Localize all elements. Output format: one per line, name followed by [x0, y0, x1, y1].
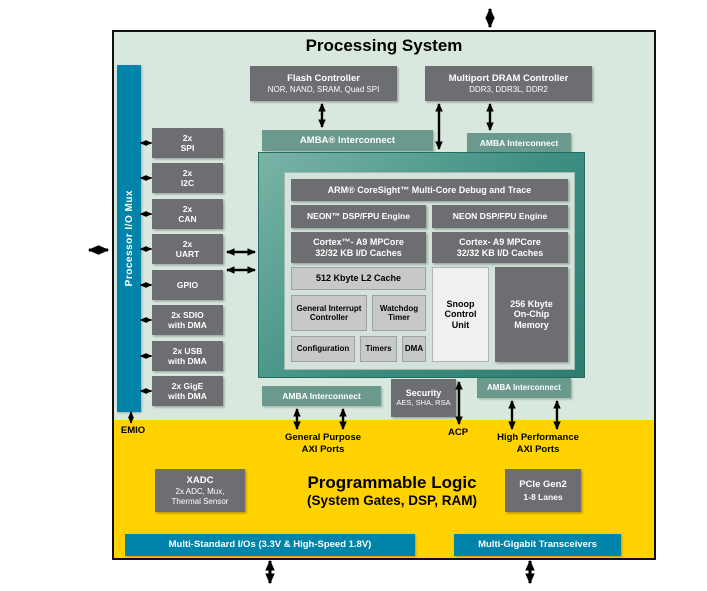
flash-controller-subtitle: NOR, NAND, SRAM, Quad SPI	[267, 84, 380, 94]
amba-interconnect-top-left: AMBA® Interconnect	[262, 130, 433, 151]
pcie-subtitle: 1-8 Lanes	[523, 491, 563, 502]
processor-io-mux-label: Processor I/O Mux	[123, 190, 135, 287]
pcie-block: PCIe Gen2 1-8 Lanes	[505, 469, 581, 512]
security-title: Security	[405, 387, 442, 398]
processing-system-title: Processing System	[305, 36, 463, 55]
peripheral-uart: 2x UART	[152, 234, 223, 264]
amba-interconnect-bottom-left: AMBA Interconnect	[262, 386, 381, 406]
security-subtitle: AES, SHA, RSA	[396, 398, 451, 408]
multi-standard-ios-bar: Multi-Standard I/Os (3.3V & High-Speed 1…	[125, 534, 415, 556]
flash-controller: Flash Controller NOR, NAND, SRAM, Quad S…	[250, 66, 397, 101]
cortex-a9-core-right: Cortex- A9 MPCore 32/32 KB I/D Caches	[432, 232, 568, 263]
hp-axi-ports-label: High Performance AXI Ports	[497, 432, 579, 455]
neon-engine-right: NEON DSP/FPU Engine	[432, 205, 568, 228]
security-block: Security AES, SHA, RSA	[391, 379, 456, 417]
amba-interconnect-bottom-right: AMBA Interconnect	[477, 378, 571, 398]
l2-cache: 512 Kbyte L2 Cache	[291, 267, 426, 290]
peripheral-i2c: 2x I2C	[152, 163, 223, 193]
configuration-block: Configuration	[291, 336, 355, 362]
peripheral-can: 2x CAN	[152, 199, 223, 229]
flash-controller-title: Flash Controller	[287, 72, 360, 84]
xadc-block: XADC 2x ADC, Mux, Thermal Sensor	[155, 469, 245, 512]
peripheral-sdio: 2x SDIO with DMA	[152, 305, 223, 335]
xadc-subtitle: 2x ADC, Mux, Thermal Sensor	[171, 487, 229, 506]
xadc-title: XADC	[186, 474, 214, 486]
watchdog-timer: Watchdog Timer	[372, 295, 426, 331]
peripheral-spi: 2x SPI	[152, 128, 223, 158]
coresight-debug-trace: ARM® CoreSight™ Multi-Core Debug and Tra…	[291, 179, 568, 201]
general-interrupt-controller: General Interrupt Controller	[291, 295, 367, 331]
timers-block: Timers	[360, 336, 397, 362]
snoop-control-unit: Snoop Control Unit	[432, 267, 489, 362]
multi-gigabit-transceivers-bar: Multi-Gigabit Transceivers	[454, 534, 621, 556]
dma-block: DMA	[402, 336, 426, 362]
processor-io-mux: Processor I/O Mux	[117, 65, 141, 412]
acp-label: ACP	[447, 427, 469, 438]
amba-interconnect-top-right: AMBA Interconnect	[467, 133, 571, 153]
pcie-title: PCIe Gen2	[519, 479, 567, 491]
neon-engine-left: NEON™ DSP/FPU Engine	[291, 205, 426, 228]
dram-controller: Multiport DRAM Controller DDR3, DDR3L, D…	[425, 66, 592, 101]
cortex-a9-core-left: Cortex™- A9 MPCore 32/32 KB I/D Caches	[291, 232, 426, 263]
programmable-logic-title-line1: Programmable Logic	[307, 473, 477, 492]
on-chip-memory: 256 Kbyte On-Chip Memory	[495, 267, 568, 362]
peripheral-gige: 2x GigE with DMA	[152, 376, 223, 406]
gp-axi-ports-label: General Purpose AXI Ports	[284, 432, 362, 455]
peripheral-gpio: GPIO	[152, 270, 223, 300]
programmable-logic-title: Programmable Logic (System Gates, DSP, R…	[262, 473, 522, 508]
emio-label: EMIO	[120, 425, 146, 436]
dram-controller-title: Multiport DRAM Controller	[448, 72, 569, 84]
programmable-logic-title-line2: (System Gates, DSP, RAM)	[306, 493, 478, 508]
dram-controller-subtitle: DDR3, DDR3L, DDR2	[469, 84, 548, 94]
peripheral-usb: 2x USB with DMA	[152, 341, 223, 371]
